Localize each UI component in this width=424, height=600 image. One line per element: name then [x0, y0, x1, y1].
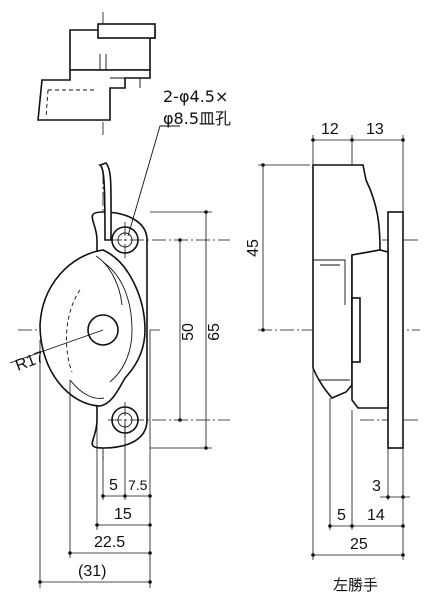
dim-14: 14 [367, 507, 385, 524]
dim-22-5: 22.5 [94, 534, 125, 551]
hand-label: 左勝手 [333, 576, 378, 594]
front-view [18, 162, 230, 460]
side-top-dims: 12 13 [311, 121, 405, 212]
dim-12: 12 [321, 121, 339, 138]
side-bottom-dims: 3 5 14 25 [311, 370, 410, 560]
side-view [258, 164, 420, 449]
dim-total-height: 65 [206, 323, 223, 341]
front-vertical-dims: 50 65 [150, 210, 223, 450]
dim-13: 13 [366, 121, 384, 138]
dim-15: 15 [114, 506, 132, 523]
radius-label: R17 [13, 349, 46, 375]
hole-note-leader: 2-φ4.5× φ8.5皿孔 [127, 87, 231, 237]
hole-note-line2: φ8.5皿孔 [163, 109, 231, 128]
dim-5-side: 5 [337, 507, 346, 524]
dim-hole-pitch: 50 [180, 323, 197, 341]
dim-45: 45 [245, 239, 262, 257]
dim-25: 25 [350, 536, 368, 553]
hole-note-line1: 2-φ4.5× [163, 87, 228, 106]
front-horizontal-dims: 5 7.5 15 22.5 (31) [38, 330, 152, 588]
top-view [37, 12, 156, 135]
dim-3: 3 [372, 478, 381, 495]
dim-31: (31) [78, 563, 106, 580]
side-base-plate [387, 211, 404, 449]
dim-5: 5 [109, 477, 118, 494]
side-vertical-dims: 45 [245, 163, 310, 332]
dim-7-5: 7.5 [128, 477, 148, 493]
